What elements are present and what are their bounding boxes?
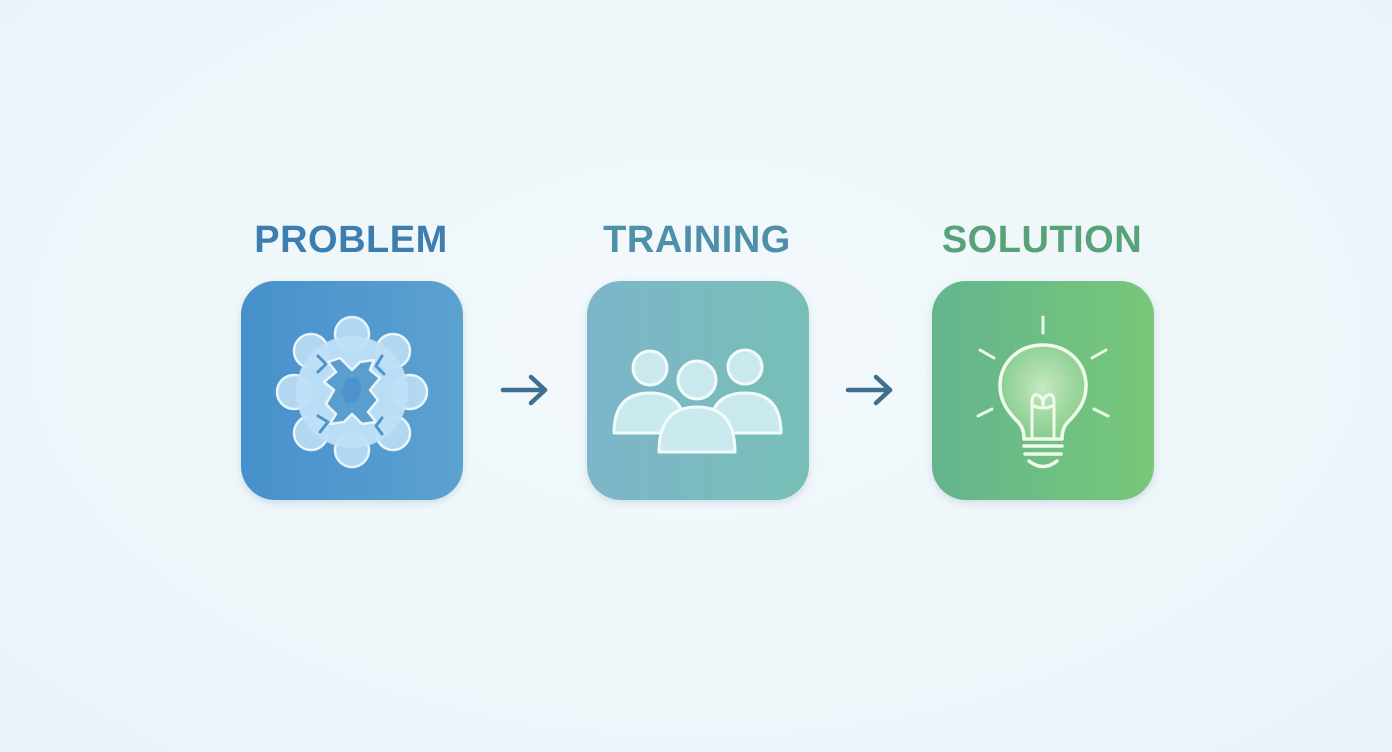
arrow-right-icon <box>500 374 548 406</box>
lightbulb-icon <box>976 315 1110 469</box>
step-label-solution: SOLUTION <box>941 219 1143 261</box>
people-group-icon <box>612 348 783 454</box>
solution-tile <box>932 281 1154 500</box>
step-label-training: TRAINING <box>603 219 791 261</box>
problem-tile <box>241 281 463 500</box>
step-label-problem: PROBLEM <box>254 219 448 261</box>
broken-gear-icon <box>275 315 429 469</box>
arrow-right-icon <box>845 374 893 406</box>
training-tile <box>587 281 809 500</box>
